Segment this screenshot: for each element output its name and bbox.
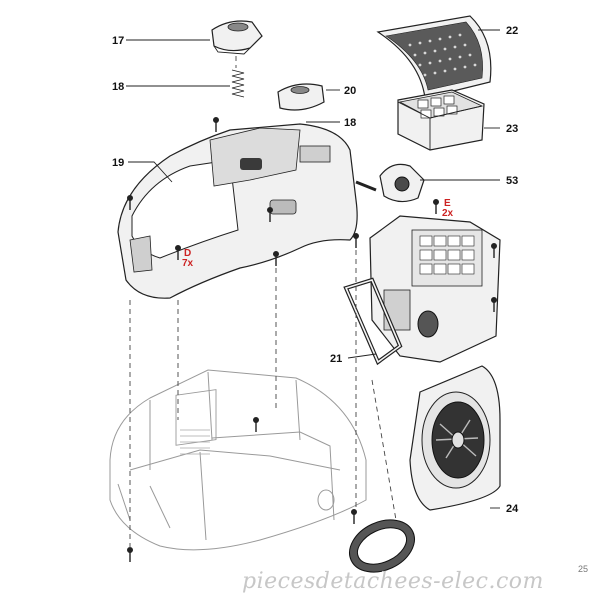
part-23-hepa-filter <box>397 89 485 151</box>
part-17-button-cap <box>211 20 263 55</box>
watermark-text: piecesdetachees-elec.com <box>242 569 544 594</box>
callout-17: 17 <box>112 35 124 47</box>
part-22-grille-cover <box>376 15 492 99</box>
part-21-gasket <box>343 277 403 366</box>
assembly-guides <box>129 56 397 548</box>
callout-21: 21 <box>330 353 342 365</box>
motor-unit <box>369 215 501 363</box>
callout-18-right: 18 <box>344 117 356 129</box>
callout-19: 19 <box>112 157 124 169</box>
callout-18-left: 18 <box>112 81 124 93</box>
part-18-spring-left <box>231 69 245 98</box>
part-24-rear-cover <box>409 365 501 511</box>
screw-note-d-qty: 7x <box>182 258 194 269</box>
screws <box>127 117 497 562</box>
part-19-top-housing <box>117 123 358 299</box>
callout-24: 24 <box>506 503 519 515</box>
callout-20: 20 <box>344 85 356 97</box>
screw-note-e-letter: E <box>444 198 451 209</box>
seal-ring <box>349 519 415 573</box>
part-53-clip <box>379 163 425 203</box>
callout-23: 23 <box>506 123 518 135</box>
part-20-button-cap <box>277 83 325 111</box>
screw-note-e-qty: 2x <box>442 208 454 219</box>
screw-note-d-letter: D <box>184 248 191 259</box>
connector-pin <box>355 180 377 192</box>
base-chassis <box>109 369 367 551</box>
leader-lines <box>126 29 500 509</box>
callout-53: 53 <box>506 175 518 187</box>
callout-22: 22 <box>506 25 518 37</box>
page-number: 25 <box>578 564 588 574</box>
